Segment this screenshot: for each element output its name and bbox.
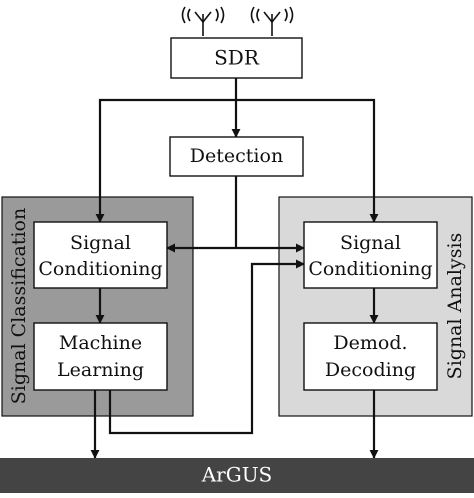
demod-decoding-line1: Demod.	[333, 332, 407, 354]
antenna-icon	[181, 6, 225, 36]
demod-decoding-box	[303, 322, 438, 391]
arrow-ml-to-analysis-conditioning	[108, 259, 305, 435]
detection-label: Detection	[190, 145, 283, 167]
argus-label: ArGUS	[201, 463, 273, 487]
detection-box	[169, 136, 304, 177]
classification-conditioning-line1: Signal	[70, 232, 131, 254]
machine-learning-line2: Learning	[57, 359, 144, 381]
machine-learning-line1: Machine	[59, 332, 142, 354]
antenna-icon	[250, 6, 294, 36]
analysis-conditioning-line1: Signal	[340, 232, 401, 254]
analysis-conditioning-box	[303, 221, 438, 289]
arrow-sdr-to-classification-conditioning	[95, 98, 236, 223]
signal-analysis-label: Signal Analysis	[444, 233, 466, 380]
sdr-label: SDR	[214, 46, 260, 70]
sdr-box	[170, 37, 303, 79]
analysis-conditioning-line2: Conditioning	[308, 258, 432, 280]
classification-conditioning-box	[33, 221, 168, 289]
connectors	[90, 78, 379, 459]
arrow-sdr-to-analysis-conditioning	[236, 98, 379, 223]
demod-decoding-line2: Decoding	[325, 359, 416, 381]
argus-bar	[0, 458, 474, 493]
classification-conditioning-line2: Conditioning	[38, 258, 162, 280]
signal-classification-label: Signal Classification	[8, 208, 30, 405]
machine-learning-box	[33, 322, 168, 391]
